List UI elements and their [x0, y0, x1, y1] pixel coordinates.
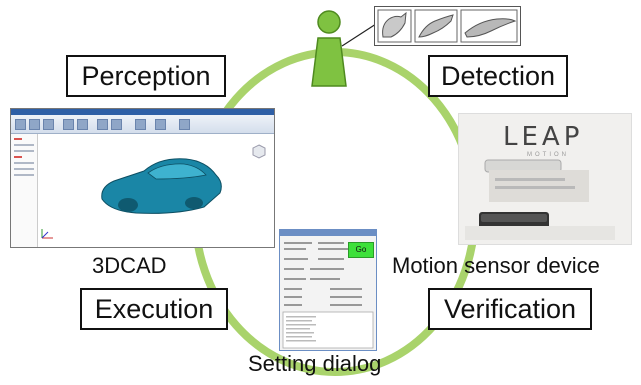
leap-sub-text: MOTION: [527, 152, 569, 158]
cad-model-tree: [11, 134, 38, 247]
cad-window-screenshot: [10, 108, 275, 248]
leap-device-icon: [465, 159, 615, 240]
hand-gesture-panel: [374, 6, 521, 46]
stage-execution: Execution: [80, 288, 228, 330]
user-figure-icon: [311, 10, 347, 87]
connector-line: [341, 23, 377, 47]
leap-brand-text: LEAP: [503, 122, 584, 152]
label-setting-dialog: Setting dialog: [248, 351, 382, 376]
go-button[interactable]: Go: [348, 242, 374, 258]
leap-motion-photo: LEAP MOTION: [458, 113, 632, 245]
label-motion-sensor: Motion sensor device: [392, 253, 600, 278]
stage-perception: Perception: [66, 55, 226, 97]
stage-verification: Verification: [428, 288, 592, 330]
view-cube-icon: [252, 144, 266, 159]
axis-triad-icon: [41, 229, 53, 239]
car-model-icon: [101, 158, 222, 214]
setting-dialog-screenshot: Go: [279, 229, 377, 351]
label-3dcad: 3DCAD: [92, 253, 167, 278]
stage-detection: Detection: [428, 55, 568, 97]
